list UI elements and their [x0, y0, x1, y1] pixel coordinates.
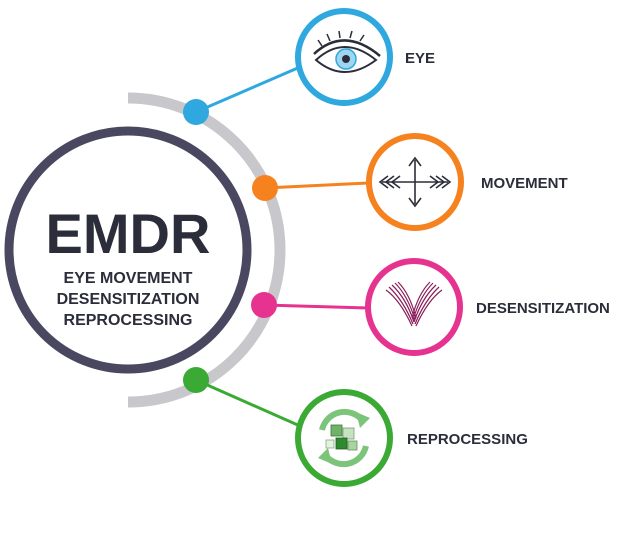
item-reprocessing: REPROCESSING [295, 389, 528, 487]
item-movement: MOVEMENT [366, 133, 568, 231]
eye-icon [313, 30, 381, 73]
desensitization-ring [365, 258, 463, 356]
center-acronym: EMDR [46, 202, 211, 265]
node-reprocessing [183, 367, 209, 393]
label-eye: EYE [405, 50, 435, 67]
connector-eye [195, 65, 301, 114]
four-way-arrow-icon [378, 156, 452, 208]
center-line-2: DESENSITIZATION [57, 291, 200, 308]
connector-reprocessing [195, 378, 301, 428]
node-eye [183, 99, 209, 125]
center-line-1: EYE MOVEMENT [64, 270, 193, 287]
wave-lines-icon [385, 281, 443, 327]
center-line-3: REPROCESSING [64, 312, 193, 329]
connector-desensitization [263, 303, 369, 310]
node-movement [252, 175, 278, 201]
item-desensitization: DESENSITIZATION [365, 258, 610, 356]
connector-movement [264, 181, 369, 190]
label-desensitization: DESENSITIZATION [476, 300, 610, 317]
label-movement: MOVEMENT [481, 175, 568, 192]
node-desensitization [251, 292, 277, 318]
recycle-squares-icon [318, 408, 370, 468]
label-reprocessing: REPROCESSING [407, 431, 528, 448]
item-eye: EYE [295, 8, 435, 106]
center-circle [4, 126, 252, 374]
